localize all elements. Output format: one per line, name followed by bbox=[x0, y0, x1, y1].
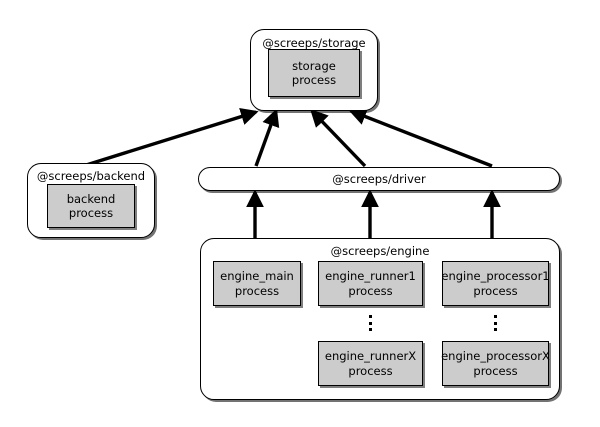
package-driver[interactable]: @screeps/driver bbox=[198, 167, 560, 191]
package-driver-label: @screeps/driver bbox=[332, 172, 426, 186]
vertical-ellipsis-icon-processor bbox=[490, 315, 500, 331]
process-engine-processorX[interactable]: engine_processorX process bbox=[441, 341, 550, 386]
process-engine-processor1[interactable]: engine_processor1 process bbox=[441, 261, 550, 306]
package-storage-label: @screeps/storage bbox=[262, 36, 366, 50]
process-backend[interactable]: backend process bbox=[47, 184, 135, 228]
process-engine-processorX-line1: engine_processorX bbox=[441, 349, 550, 363]
process-backend-line1: backend bbox=[66, 191, 116, 206]
process-engine-runner1-line2: process bbox=[348, 283, 393, 298]
edge-driver-to-storage-right bbox=[348, 108, 493, 168]
package-backend-label: @screeps/backend bbox=[36, 169, 146, 183]
edge-driver-to-storage-left bbox=[254, 108, 280, 167]
process-engine-runner1[interactable]: engine_runner1 process bbox=[318, 261, 423, 306]
process-engine-runner1-line1: engine_runner1 bbox=[325, 269, 416, 283]
process-engine-runnerX-line2: process bbox=[348, 363, 393, 378]
process-engine-runnerX[interactable]: engine_runnerX process bbox=[318, 341, 423, 386]
process-storage[interactable]: storage process bbox=[268, 49, 360, 97]
process-backend-line2: process bbox=[68, 206, 114, 220]
vertical-ellipsis-icon-runner bbox=[365, 315, 375, 331]
edge-driver-to-storage-mid bbox=[310, 109, 367, 168]
process-engine-runnerX-line1: engine_runnerX bbox=[324, 349, 417, 363]
process-engine-main-line2: process bbox=[234, 283, 280, 298]
process-storage-line2: process bbox=[291, 73, 337, 87]
process-storage-line1: storage bbox=[292, 58, 336, 73]
package-engine-label: @screeps/engine bbox=[330, 244, 430, 258]
process-engine-processor1-line2: process bbox=[473, 283, 518, 298]
edge-backend-to-storage bbox=[82, 108, 259, 168]
process-engine-main-line1: engine_main bbox=[220, 269, 294, 283]
process-engine-processorX-line2: process bbox=[473, 363, 518, 378]
process-engine-processor1-line1: engine_processor1 bbox=[441, 269, 550, 283]
process-engine-main[interactable]: engine_main process bbox=[213, 261, 301, 306]
